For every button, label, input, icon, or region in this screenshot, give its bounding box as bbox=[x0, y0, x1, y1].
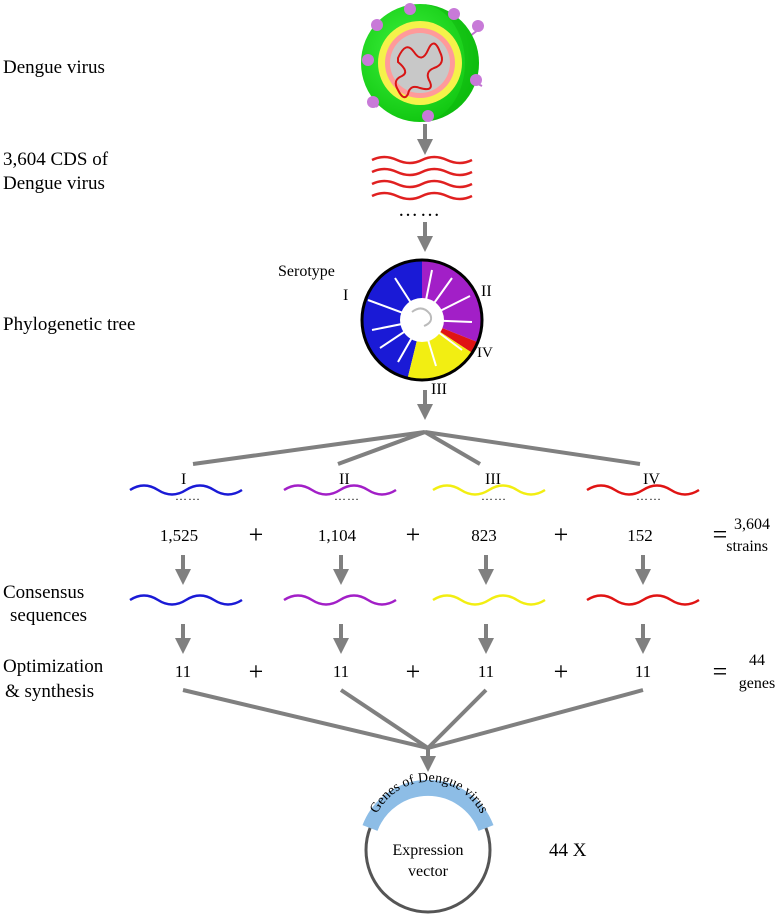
serotype-IV-count: 152 bbox=[627, 526, 653, 545]
consensus-IV-icon bbox=[586, 594, 700, 606]
serotype-IV-ellipsis: …… bbox=[636, 489, 662, 503]
serotype-IV-genes: 11 bbox=[635, 662, 651, 681]
merge-connectors bbox=[182, 688, 644, 750]
label-virus: Dengue virus bbox=[3, 57, 105, 78]
equals-sign-2: = bbox=[713, 657, 728, 686]
arrow-tree-to-split bbox=[417, 390, 433, 420]
vector-label-line2: vector bbox=[408, 863, 449, 880]
serotype-II-count: 1,104 bbox=[318, 526, 357, 545]
plus-sign-4: + bbox=[249, 657, 264, 686]
total-strains-value: 3,604 bbox=[734, 516, 770, 533]
cds-ellipsis: …… bbox=[398, 199, 442, 221]
tree-label-III: III bbox=[431, 381, 447, 398]
tree-label-I: I bbox=[343, 287, 348, 304]
total-genes-value: 44 bbox=[749, 652, 765, 669]
total-strains-unit: strains bbox=[726, 538, 768, 555]
serotype-II-strains-icon bbox=[283, 484, 397, 496]
consensus-I-icon bbox=[129, 594, 243, 606]
serotype-III-genes: 11 bbox=[478, 662, 494, 681]
total-genes-unit: genes bbox=[739, 675, 775, 692]
virus-particle-icon bbox=[361, 3, 484, 122]
arrow-cds-to-tree bbox=[417, 222, 433, 252]
serotype-II-genes: 11 bbox=[333, 662, 349, 681]
plus-sign-5: + bbox=[406, 657, 421, 686]
plus-sign-1: + bbox=[249, 520, 264, 549]
serotype-III-strains-icon bbox=[432, 484, 546, 496]
serotype-III-ellipsis: …… bbox=[481, 489, 507, 503]
serotype-II-label: II bbox=[339, 471, 350, 488]
serotype-IV-strains-icon bbox=[586, 484, 700, 496]
serotype-III-count: 823 bbox=[471, 526, 497, 545]
label-cds-line2: Dengue virus bbox=[3, 173, 105, 194]
serotype-I-strains-icon bbox=[129, 484, 243, 496]
serotype-III-label: III bbox=[485, 471, 501, 488]
consensus-III-icon bbox=[432, 594, 546, 606]
equals-sign-1: = bbox=[713, 520, 728, 549]
label-phylogenetic-tree: Phylogenetic tree bbox=[3, 314, 135, 335]
tree-label-IV: IV bbox=[477, 345, 493, 361]
plus-sign-6: + bbox=[554, 657, 569, 686]
label-optimization-line2: & synthesis bbox=[5, 681, 94, 702]
phylogenetic-tree-icon bbox=[360, 258, 484, 382]
label-consensus-line2: sequences bbox=[10, 605, 87, 626]
plus-sign-2: + bbox=[406, 520, 421, 549]
serotype-IV-label: IV bbox=[643, 471, 660, 488]
cds-sequences-icon bbox=[371, 155, 473, 201]
serotype-I-count: 1,525 bbox=[160, 526, 198, 545]
vector-label-line1: Expression bbox=[392, 842, 463, 859]
label-optimization-line1: Optimization bbox=[3, 656, 104, 677]
serotype-II-ellipsis: …… bbox=[334, 489, 360, 503]
plus-sign-3: + bbox=[554, 520, 569, 549]
serotype-I-label: I bbox=[181, 471, 186, 488]
tree-label-II: II bbox=[481, 283, 492, 300]
serotype-I-ellipsis: …… bbox=[175, 489, 201, 503]
arrow-virus-to-cds bbox=[417, 124, 433, 155]
split-connectors bbox=[192, 430, 641, 466]
label-consensus-line1: Consensus bbox=[3, 582, 84, 603]
label-serotype: Serotype bbox=[278, 263, 335, 280]
consensus-II-icon bbox=[283, 594, 397, 606]
label-cds-line1: 3,604 CDS of bbox=[3, 149, 109, 170]
arrows-to-optimization bbox=[175, 624, 651, 654]
serotype-I-genes: 11 bbox=[175, 662, 191, 681]
vector-multiplier: 44 X bbox=[549, 840, 587, 861]
arrows-to-consensus bbox=[175, 555, 651, 585]
arrow-to-vector bbox=[420, 746, 436, 772]
